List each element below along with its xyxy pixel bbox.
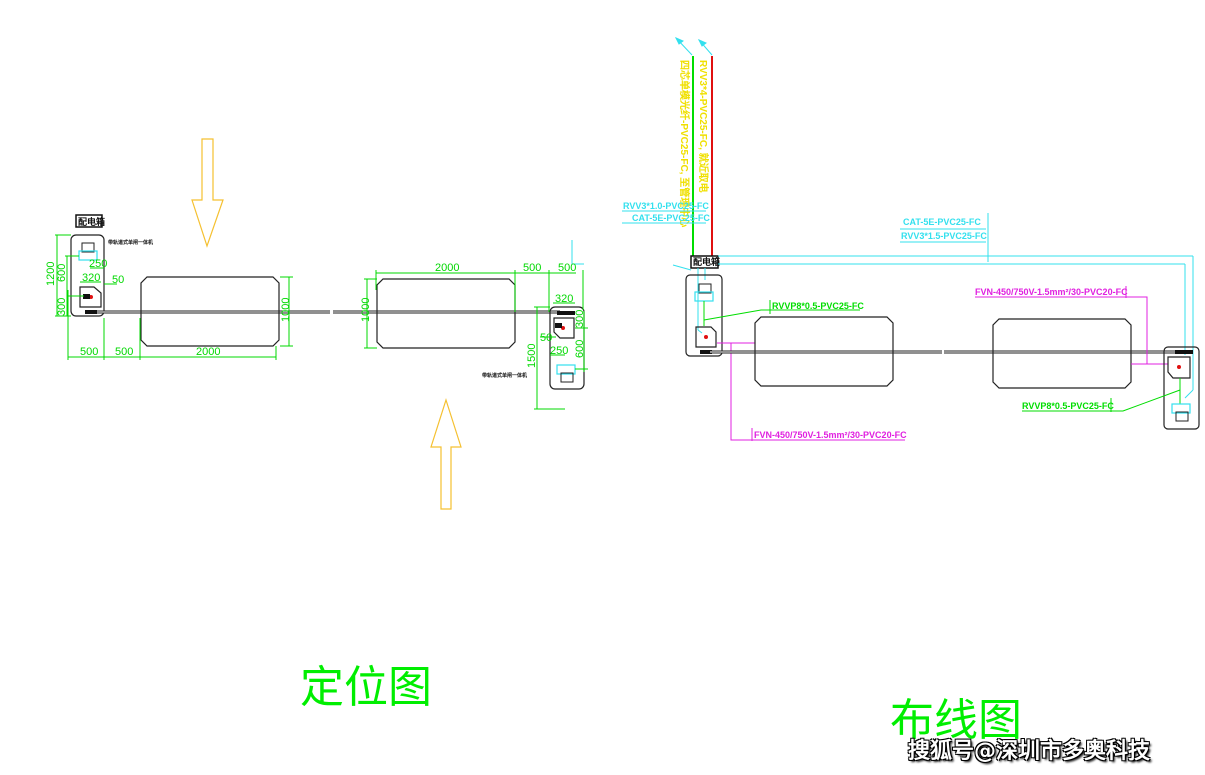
wiring-traffic-island-2 — [992, 318, 1132, 389]
dim-50-right: 50 — [540, 332, 552, 344]
cyan-trunk — [672, 213, 1194, 399]
left-unit-label-block — [83, 294, 90, 299]
dim-320-left: 320 — [82, 272, 100, 284]
wiring-plan: 四芯单模光纤-PVC25-FC, 至管理中心 RVV3*4-PVC25-FC, … — [622, 37, 1200, 746]
dim-1000-island2: 1000 — [360, 298, 372, 322]
wiring-left-island — [685, 274, 723, 357]
dimension-lines-left — [55, 234, 588, 410]
dim-320-right: 320 — [555, 293, 573, 305]
fvn-left-line — [730, 343, 905, 441]
wiring-right-gate-unit-icon — [1167, 356, 1191, 379]
dim-250-right: 250 — [550, 345, 568, 357]
right-gate-unit-icon — [553, 317, 575, 339]
wiring-left-boom-base — [700, 350, 712, 354]
dim-500-top-a: 500 — [523, 262, 541, 274]
wiring-left-indicator-icon — [704, 335, 708, 339]
location-plan: 配电箱 带轨道式单闸一体机 带轨道式单闸一体机 — [45, 138, 588, 713]
fvn-right-line — [975, 296, 1168, 365]
cable-label-cat5e-right: CAT-5E-PVC25-FC — [903, 217, 981, 227]
wiring-right-boom-base — [1175, 350, 1193, 354]
cable-label-rvvp8-right: RVVP8*0.5-PVC25-FC — [1022, 401, 1114, 411]
dim-1000-island1: 1000 — [280, 298, 292, 322]
distribution-box-label-frame — [75, 214, 103, 228]
rvvp8-left-line — [703, 309, 860, 321]
wiring-left-gate-unit-icon — [695, 326, 717, 348]
cable-label-fvn-right: FVN-450/750V-1.5mm²/30-PVC20-FC — [975, 287, 1128, 297]
wiring-right-indicator-icon — [1177, 365, 1181, 369]
rvvp8-right-line — [1022, 389, 1181, 412]
power-cable-label: RVV3*4-PVC25-FC, 就近取电 — [697, 60, 710, 193]
cable-label-rvv3-1-5: RVV3*1.5-PVC25-FC — [901, 231, 987, 241]
dim-250-left: 250 — [89, 258, 107, 270]
dim-300-right: 300 — [574, 310, 586, 328]
watermark: 搜狐号@深圳市多奥科技 — [908, 739, 1151, 764]
right-camera-icon — [560, 372, 574, 383]
dim-600-right: 600 — [574, 340, 586, 358]
left-gate-island — [70, 234, 105, 317]
left-camera-icon — [81, 242, 95, 253]
traffic-island-1 — [140, 276, 280, 347]
location-plan-title: 定位图 — [300, 662, 432, 713]
incoming-feed-arrows — [674, 37, 713, 56]
cable-label-cat5e-left: CAT-5E-PVC25-FC — [632, 213, 710, 223]
entry-arrow-down-icon — [191, 138, 224, 248]
dim-600-left: 600 — [56, 264, 68, 282]
dim-1500: 1500 — [526, 344, 538, 368]
right-boom-base — [557, 311, 575, 315]
left-boom-base — [85, 310, 97, 314]
dim-500-b: 500 — [115, 346, 133, 358]
dim-500-a: 500 — [80, 346, 98, 358]
traffic-island-2 — [376, 278, 516, 349]
fiber-cable-label: 四芯单模光纤-PVC25-FC, 至管理中心 — [678, 60, 691, 227]
left-machine-note: 带轨道式单闸一体机 — [108, 239, 153, 246]
wiring-left-camera-icon — [698, 283, 712, 294]
dimension-texts: 1200 600 300 250 320 50 500 500 2000 100… — [45, 258, 586, 368]
left-gate-unit-icon — [79, 286, 102, 308]
wiring-right-island — [1163, 346, 1200, 430]
cable-label-rvvp8-left: RVVP8*0.5-PVC25-FC — [772, 301, 864, 311]
wiring-traffic-island-1 — [754, 316, 894, 387]
distribution-box-label: 配电箱 — [78, 216, 105, 227]
dim-500-top-b: 500 — [558, 262, 576, 274]
dim-50-left: 50 — [112, 274, 124, 286]
cable-label-fvn-left: FVN-450/750V-1.5mm²/30-PVC20-FC — [754, 430, 907, 440]
dim-2000-top: 2000 — [435, 262, 459, 274]
dim-300-left: 300 — [56, 298, 68, 316]
exit-arrow-up-icon — [430, 398, 462, 510]
wiring-plan-title: 布线图 — [890, 695, 1022, 746]
wiring-right-reader-icon — [1171, 403, 1191, 414]
cable-label-rvv3-1-0: RVV3*1.0-PVC25-FC — [623, 201, 709, 211]
distribution-box-label-wiring: 配电箱 — [693, 256, 720, 267]
right-machine-note: 带轨道式单闸一体机 — [482, 372, 527, 379]
dim-1200: 1200 — [45, 262, 57, 286]
corner-mark — [571, 240, 584, 265]
wiring-right-camera-icon — [1175, 411, 1189, 422]
right-unit-label-block — [555, 323, 562, 328]
dim-2000-bottom: 2000 — [196, 346, 220, 358]
